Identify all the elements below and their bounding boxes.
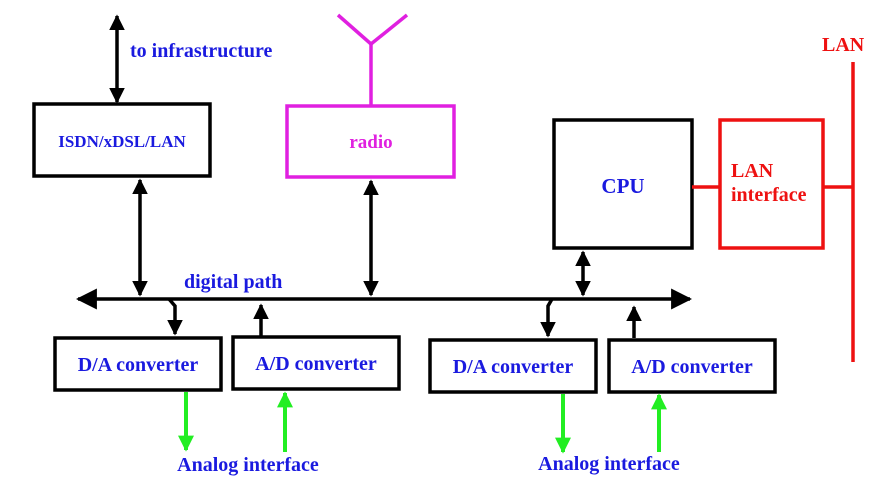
da-converter-2-box (428, 338, 598, 394)
da-converter-2-label: D/A converter (453, 356, 574, 378)
bus-to-da2-arrow (540, 298, 556, 338)
radio-label: radio (349, 132, 392, 153)
isdn-xdsl-lan-box (32, 102, 212, 178)
bus-to-da1-arrow (167, 297, 183, 336)
lan-interface-label-line2: interface (731, 184, 807, 206)
lan-interface-box (718, 118, 825, 250)
da-converter-1-box (53, 336, 223, 392)
cpu-box (552, 118, 694, 250)
ad-converter-2-label: A/D converter (631, 356, 753, 378)
ad-converter-1-label: A/D converter (255, 353, 377, 375)
to-infrastructure-label: to infrastructure (130, 40, 272, 62)
digital-path-label: digital path (184, 271, 282, 293)
analog-interface-2-label: Analog interface (538, 453, 680, 475)
ad-converter-2-box (607, 338, 777, 394)
lan-bus-label: LAN (822, 34, 865, 56)
analog-interface-1-label: Analog interface (177, 454, 319, 476)
cpu-label: CPU (601, 174, 644, 198)
isdn-xdsl-lan-label: ISDN/xDSL/LAN (58, 132, 186, 151)
ad-converter-1-box (231, 335, 401, 391)
da-converter-1-label: D/A converter (78, 354, 199, 376)
lan-interface-label-line1: LAN (731, 160, 774, 182)
radio-box (285, 104, 456, 179)
antenna-icon (336, 13, 409, 106)
